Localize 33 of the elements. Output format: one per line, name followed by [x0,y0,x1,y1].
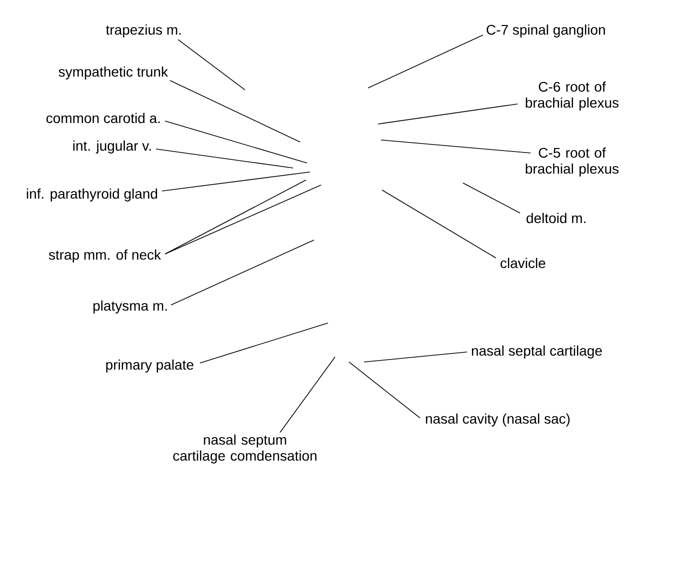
leader-line [368,34,484,88]
leader-line [156,148,294,168]
label: int. jugular v. [73,140,151,154]
leader-line [178,39,246,90]
leader-line [200,322,328,364]
label: nasal septum cartilage comdensation [173,434,316,464]
leader-line [170,240,314,306]
leader-line [382,190,496,258]
leader-line [164,184,322,254]
leader-line [364,352,468,362]
leader-line [162,172,310,192]
label: C-7 spinal ganglion [486,24,605,38]
leader-line [170,80,300,142]
label: primary palate [106,359,194,373]
label: inf. parathyroid gland [26,188,158,202]
label: C-6 root of brachial plexus [526,81,619,110]
label: nasal cavity (nasal sac) [426,413,570,427]
leader-line [462,182,520,214]
leader-line [348,362,420,418]
label: sympathetic trunk [58,66,168,80]
label: trapezius m. [106,24,181,38]
label: clavicle [500,258,546,268]
leader-line [280,356,336,433]
label: deltoid m. [526,212,586,224]
label: common carotid a. [46,112,160,124]
leader-line [378,104,518,124]
label: C-5 root of brachial plexus [526,147,619,176]
leader-line [164,120,308,164]
label: nasal septal cartilage [472,345,602,359]
leader-line [164,180,306,254]
leader-line [380,140,531,154]
label: strap mm. of neck [48,249,161,263]
label: platysma m. [93,300,167,314]
